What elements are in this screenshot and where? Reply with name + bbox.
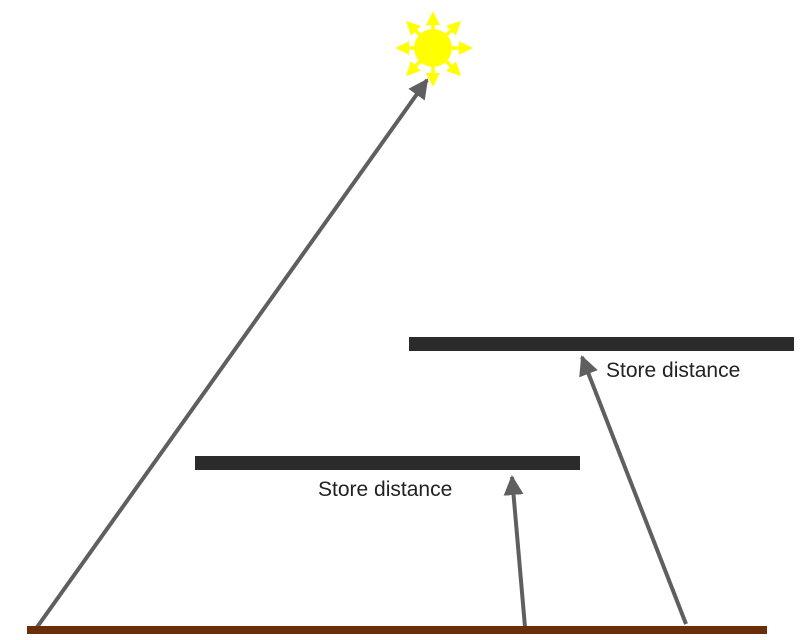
sun-disc <box>414 29 452 67</box>
ray-to-light <box>33 78 429 632</box>
ray-to-upper-blocker <box>579 355 688 625</box>
upper-blocker-label: Store distance <box>606 359 740 382</box>
ray-to-lower-blocker <box>503 475 527 628</box>
upper-blocker-bar <box>409 337 794 351</box>
sun-icon <box>395 11 473 87</box>
lower-blocker-label: Store distance <box>318 478 452 501</box>
lower-blocker-bar <box>195 456 580 470</box>
ground-surface <box>27 626 767 634</box>
